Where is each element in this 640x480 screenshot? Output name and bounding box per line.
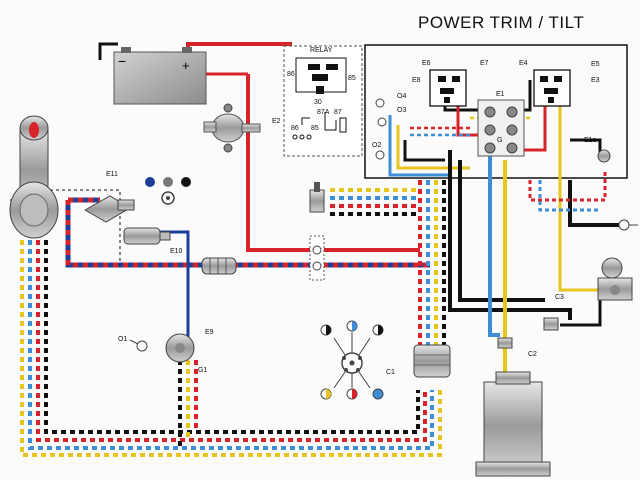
relay-pin-85: 85 [311,125,319,132]
mod-lightblue-1 [388,115,450,177]
relay-pin-86: 86 [291,125,299,132]
tiller-handle [9,115,59,239]
label-c1: C1 [386,369,395,376]
connector-c2 [497,337,513,349]
module-relay-left [429,69,467,107]
label-e8: E8 [412,77,421,84]
stud-o2 [375,150,385,160]
relay-title: RELAY [310,47,333,54]
relay: RELAY 86 87A 85 30 87A 87 86 85 [283,45,363,157]
terminal-block [477,99,525,157]
battery: − + [113,47,207,105]
connector-c1 [413,344,451,378]
motor-blue-wire [488,150,500,337]
relay-pin-30: 30 [314,99,322,106]
mod-yellow-1 [396,125,470,170]
stud-o3 [377,117,387,127]
red-blue-wire-stripes [65,200,430,268]
label-e3: E3 [591,77,600,84]
label-c3: C3 [555,294,564,301]
sender-g1 [165,333,195,363]
relay-pin-87: 87 [334,109,342,116]
switch-e11 [83,195,135,223]
motor-black-wire [448,150,572,320]
relay-pin-86-top: 86 [287,71,295,78]
c3-yellow-wire [558,175,612,292]
label-e11: E11 [106,171,118,178]
c3-black-wire [560,300,602,327]
label-e1a: E1a [584,137,597,144]
label-e9: E9 [205,329,214,336]
plug-pin-diagram [320,320,384,400]
ground-o1 [129,339,148,352]
component-e10 [123,227,171,245]
ground-wire-right [568,180,622,227]
label-o1: O1 [118,336,127,343]
label-e2: E2 [272,118,281,125]
fuse [309,235,325,281]
label-o2: O2 [372,142,381,149]
motor-black-wire-2 [458,160,545,302]
connector-e1a [597,149,611,163]
label-g: G [497,137,502,144]
key-switch-terminals [145,177,191,205]
starter-solenoid [203,103,261,153]
yellow-loop-wire [20,240,442,457]
label-e5: E5 [591,61,600,68]
trim-module-box [364,44,628,179]
red-loop-wire [36,240,427,442]
mod-black-1 [403,140,445,162]
battery-negative-wire [98,42,118,60]
label-e4: E4 [519,60,528,67]
label-o4: O4 [397,93,406,100]
diagram-title: POWER TRIM / TILT [418,13,584,32]
wiring-harness [10,42,622,457]
lightblue-right-wire [538,180,600,212]
red-right-wire [528,170,607,202]
label-o3: O3 [397,107,406,114]
label-e1: E1 [496,91,505,98]
connector-c3 [543,317,559,331]
label-e10: E10 [170,248,183,255]
label-e7: E7 [480,60,489,67]
trim-switch [309,182,325,213]
relay-pin-87a: 87A [317,109,330,116]
label-e6: E6 [422,60,431,67]
module-relay-right [533,69,571,107]
trim-sender [597,257,633,301]
inline-connector [201,257,237,275]
red-main-wire [246,74,420,252]
label-c2: C2 [528,351,537,358]
stud-o4 [375,98,385,108]
trim-pump-motor [475,371,551,477]
mod-e1a-black [570,138,602,155]
battery-minus-label: − [118,53,126,69]
battery-plus-label: + [182,58,190,73]
tiller-dash-box [50,189,121,265]
relay-pin-85-top: 85 [348,75,356,82]
ground-right [618,219,638,231]
black-loop-wire [44,240,420,434]
label-g1: G1 [198,367,207,374]
lightblue-loop-wire [28,240,434,450]
relay-pin-87a-top: 87A [313,75,326,82]
